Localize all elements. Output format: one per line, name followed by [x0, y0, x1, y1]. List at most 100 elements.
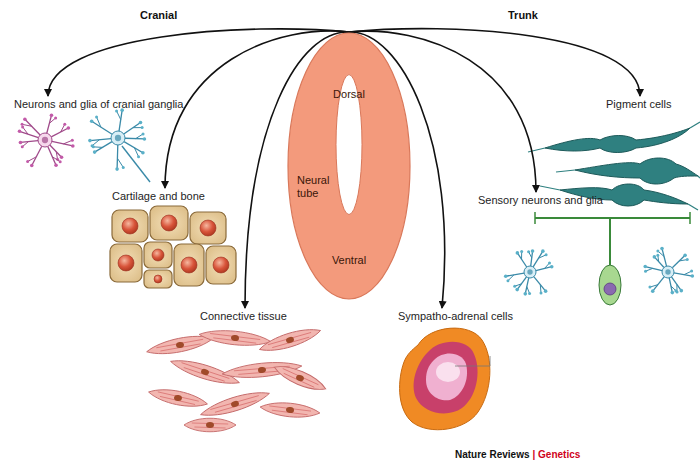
dendrite: [25, 119, 40, 135]
cell-type-node: Neurons and glia of cranial ganglia: [14, 98, 183, 111]
dendrite: [674, 273, 692, 276]
dendrite-tip: [91, 144, 94, 147]
dendrite-tip: [515, 288, 519, 292]
fibroblast: [147, 385, 208, 410]
dendrite-tip: [674, 289, 677, 292]
dendrite-tip: [93, 150, 97, 154]
dendrite-tip: [59, 160, 62, 163]
tube-label: Dorsal: [287, 88, 411, 101]
dendrite: [525, 278, 528, 294]
dendrite: [654, 257, 664, 268]
fibroblast: [199, 328, 272, 349]
cell-type-label: Neurons and glia of cranial ganglia: [14, 98, 183, 111]
dendrite-tip: [527, 250, 530, 253]
dendrite-tip: [531, 249, 535, 253]
dendrite-tip: [651, 289, 655, 293]
dendrite: [124, 142, 143, 153]
dendrite-tip: [656, 250, 659, 253]
dendrite-tip: [141, 126, 144, 129]
cell-type-node: Sensory neurons and glia: [478, 194, 603, 207]
pigment-process: [688, 204, 698, 210]
dendrite-tip: [683, 254, 687, 258]
pigment-process: [556, 170, 575, 172]
dendrite-tip: [21, 145, 24, 148]
dendrite-tip: [660, 247, 664, 251]
cell-type-label: Pigment cells: [606, 98, 671, 111]
dendrite-tip: [67, 126, 71, 130]
dendrite: [20, 141, 38, 143]
sympatho-adrenal-cell: [400, 328, 490, 430]
dendrite-tip: [122, 166, 125, 169]
dendrite-tip: [30, 164, 34, 168]
pigment-process: [698, 176, 700, 178]
dendrite-tip: [141, 151, 145, 155]
text-holder: Dorsal: [287, 88, 411, 101]
cartilage-nuclei: [118, 215, 229, 283]
dendrite-tip: [548, 261, 551, 264]
dendrite: [506, 273, 524, 276]
dendrite-tip: [95, 116, 98, 119]
dendrite: [32, 146, 42, 165]
journal-credit: Nature Reviews: [455, 449, 529, 460]
fibroblast: [199, 387, 272, 421]
dendrite: [116, 145, 118, 169]
dendrite: [92, 121, 112, 134]
dendrite: [653, 277, 665, 291]
dendrite-tip: [686, 258, 689, 261]
pigment-process: [690, 122, 700, 128]
dendrite-tip: [541, 249, 545, 253]
dendrite-tip: [504, 274, 508, 278]
dendrite-tip: [648, 286, 651, 289]
tube-label: Neural tube: [297, 174, 337, 200]
dendrite: [531, 251, 533, 266]
dendrite-tip: [23, 117, 27, 121]
dendrite-tip: [19, 141, 23, 145]
text-holder: Nature Reviews: [455, 444, 529, 462]
dendrite-tip: [71, 144, 75, 148]
dendrite-tip: [142, 132, 145, 135]
dendrite: [20, 131, 39, 137]
dendrite-tip: [88, 139, 92, 143]
dendrite: [48, 146, 56, 165]
dendrite-tip: [26, 160, 29, 163]
text-holder: | Genetics: [532, 444, 580, 462]
dendrite-tip: [60, 155, 64, 159]
dendrite-tip: [50, 114, 54, 118]
cartilage-cells: [110, 206, 236, 288]
dendrite-tip: [523, 292, 527, 296]
cell-nucleus: [665, 269, 670, 274]
cell-type-label: Connective tissue: [200, 310, 287, 323]
dendrite-tip: [63, 123, 66, 126]
dendrite: [52, 141, 73, 145]
journal-credit: | Genetics: [532, 449, 580, 460]
dendrite-tip: [21, 123, 24, 126]
text-holder: Cranial: [140, 5, 177, 23]
dendrite-tip: [653, 255, 657, 259]
text-holder: Neural tube: [297, 174, 337, 200]
dendrite-tip: [545, 253, 548, 256]
cell-nucleus: [115, 135, 121, 141]
dendrite: [536, 267, 552, 271]
cell-body: [38, 133, 52, 147]
cell-type-node: Cartilage and bone: [112, 190, 205, 203]
dendrite-branch: [117, 158, 123, 167]
text-holder: Ventral: [287, 254, 411, 267]
dendrite-tip: [513, 285, 516, 288]
dendrite: [47, 115, 52, 133]
dendrite-tip: [137, 155, 140, 158]
text-holder: Trunk: [508, 5, 538, 23]
dendrite-tip: [690, 270, 693, 273]
dendrite-tip: [115, 167, 119, 171]
cell-body: [662, 266, 674, 278]
region-heading: Cranial: [140, 9, 177, 21]
dendrite-tip: [520, 250, 523, 253]
cell-type-node: Sympatho-adrenal cells: [398, 310, 513, 323]
region-heading: Trunk: [508, 9, 538, 21]
dendrite: [669, 278, 672, 293]
dendrite-tip: [540, 292, 543, 295]
cell-type-node: Connective tissue: [200, 310, 287, 323]
pigment-process: [540, 186, 560, 190]
dendrite-tip: [54, 163, 58, 167]
dendrite: [662, 248, 667, 266]
